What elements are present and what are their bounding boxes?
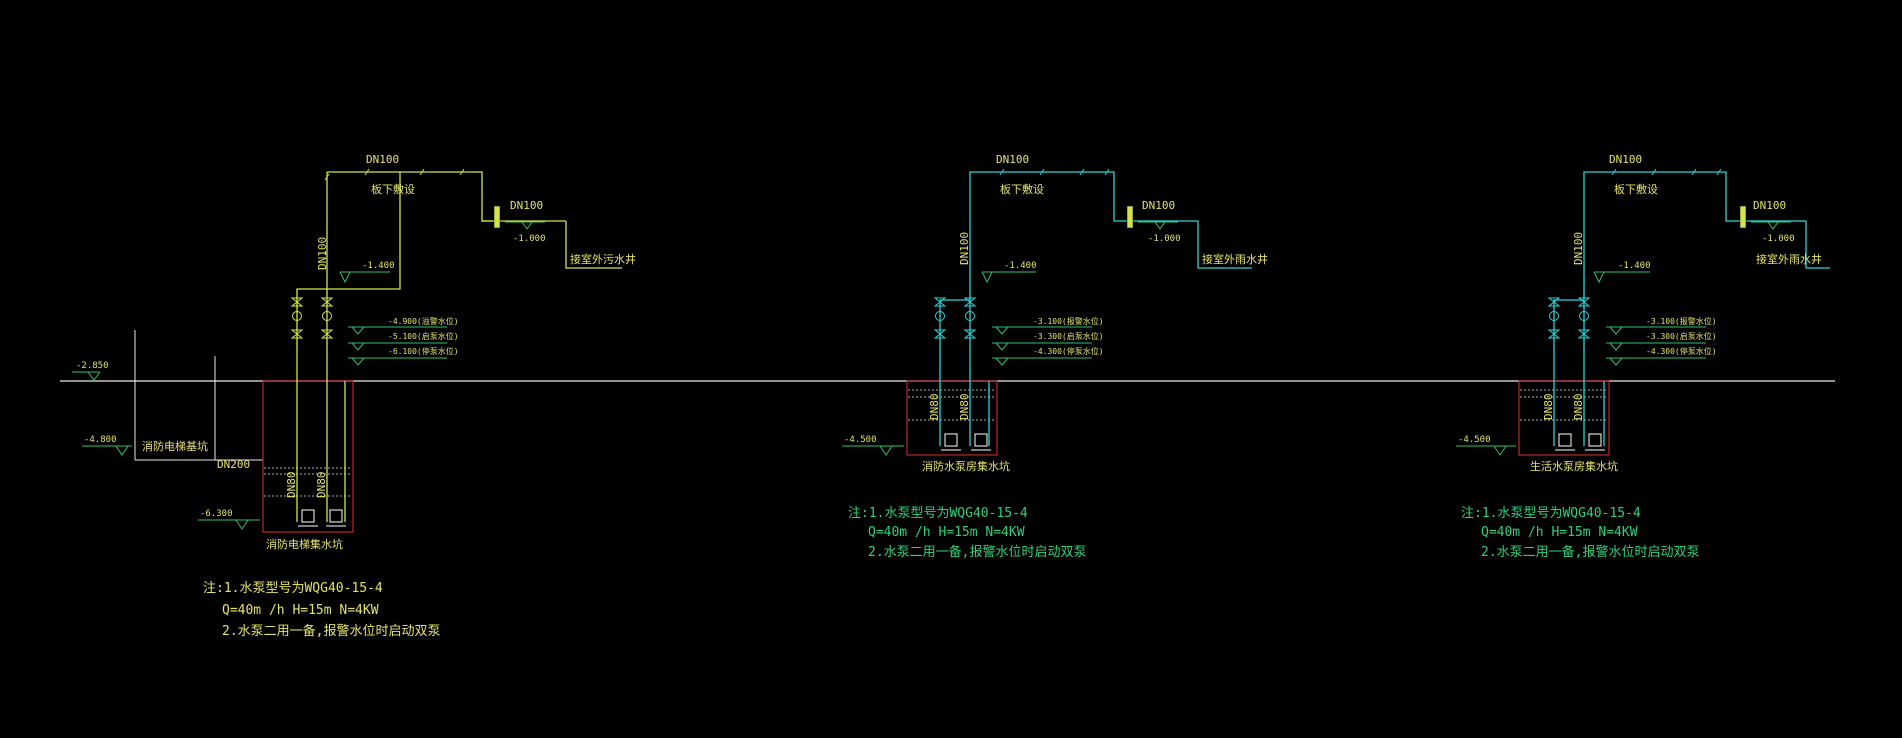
outlet-elevation-marker	[1751, 221, 1791, 230]
pipe-break-marks	[999, 168, 1110, 176]
outlet-elevation-marker	[505, 221, 545, 230]
pump-pipe-label-1: DN80	[1542, 394, 1555, 421]
main-pipe-label: DN100	[996, 153, 1029, 166]
valve-group-2	[933, 297, 977, 339]
bottom-elevation-marker: -6.300	[198, 509, 260, 530]
water-level-start: -3.300(启泵水位)	[1033, 331, 1104, 341]
outlet-elevation: -1.000	[1762, 234, 1795, 244]
bottom-elevation: -4.500	[844, 435, 877, 445]
pipe-network	[296, 171, 622, 522]
pit-level-lines	[908, 389, 996, 421]
note-line-3: 2.水泵二用一备,报警水位时启动双泵	[222, 623, 440, 639]
riser-pipe-label: DN100	[1572, 232, 1585, 265]
bottom-elevation: -4.500	[1458, 435, 1491, 445]
note-line-2: Q=40m /h H=15m N=4KW	[222, 603, 379, 618]
water-level-markers: -4.900(溢警水位) -5.100(启泵水位) -6.100(停泵水位)	[348, 316, 459, 366]
water-level-start: -5.100(启泵水位)	[388, 331, 459, 341]
connection-pipe-label: DN200	[217, 458, 250, 471]
riser-elevation-marker: -1.400	[981, 261, 1037, 284]
riser-elevation: -1.400	[1004, 261, 1037, 271]
riser-elevation-marker: -1.400	[339, 261, 395, 284]
valve-group-3	[1547, 297, 1591, 339]
riser-elevation: -1.400	[362, 261, 395, 271]
water-level-stop: -6.100(停泵水位)	[388, 346, 459, 356]
riser-elevation: -1.400	[1618, 261, 1651, 271]
riser-pipe-label: DN100	[316, 237, 329, 270]
submersible-pumps	[1555, 433, 1605, 451]
pump-pipe-label-1: DN80	[928, 394, 941, 421]
note-line-3: 2.水泵二用一备,报警水位时启动双泵	[1481, 544, 1699, 560]
submersible-pumps	[941, 433, 991, 451]
main-pipe-label: DN100	[366, 153, 399, 166]
water-level-start: -3.300(启泵水位)	[1646, 331, 1717, 341]
water-level-markers: -3.100(报警水位) -3.300(启泵水位) -4.300(停泵水位)	[992, 316, 1104, 366]
side-pit-elevation: -4.800	[84, 435, 117, 445]
main-pipe-label: DN100	[1609, 153, 1642, 166]
bottom-elevation-marker: -4.500	[1456, 435, 1516, 456]
sump-pit	[262, 380, 354, 533]
note-line-2: Q=40m /h H=15m N=4KW	[1481, 525, 1638, 540]
note-line-1: 注:1.水泵型号为WQG40-15-4	[848, 506, 1028, 521]
riser-pipe-label: DN100	[958, 232, 971, 265]
outlet-elevation: -1.000	[513, 234, 546, 244]
water-level-stop: -4.300(停泵水位)	[1646, 346, 1717, 356]
sump-pit	[1518, 380, 1610, 456]
side-pit-name: 消防电梯基坑	[142, 439, 208, 453]
pipe-network	[939, 171, 1252, 446]
outlet-elevation-marker	[1138, 221, 1178, 230]
valve-group-1	[290, 297, 334, 339]
side-pit	[134, 330, 263, 461]
pump-pipe-label-2: DN80	[958, 394, 971, 421]
outlet-elevation: -1.000	[1148, 234, 1181, 244]
water-level-markers: -3.100(报警水位) -3.300(启泵水位) -4.300(停泵水位)	[1606, 316, 1717, 366]
pump-pipe-label-2: DN80	[1572, 394, 1585, 421]
water-level-alarm: -3.100(报警水位)	[1646, 316, 1717, 326]
outlet-fitting	[1739, 205, 1747, 229]
bottom-elevation: -6.300	[200, 509, 233, 519]
pit-name: 消防水泵房集水坑	[922, 459, 1010, 473]
pit-level-lines	[264, 467, 352, 497]
slab-note: 板下敷设	[1000, 182, 1044, 196]
diagram-fire-pump-room: DN100 板下敷设 DN100 -1.000 接室外雨水井 DN100 -1.…	[842, 153, 1268, 560]
pump-pipe-label-1: DN80	[285, 472, 298, 499]
outlet-pipe-label: DN100	[510, 199, 543, 212]
slab-note: 板下敷设	[371, 182, 415, 196]
pipe-break-marks	[324, 168, 465, 181]
pit-name: 生活水泵房集水坑	[1530, 459, 1618, 473]
outlet-fitting	[493, 205, 501, 229]
pipe-network	[1553, 171, 1830, 446]
pit-name: 消防电梯集水坑	[266, 537, 343, 551]
riser-elevation-marker: -1.400	[1593, 261, 1651, 284]
destination-label: 接室外污水井	[570, 252, 636, 266]
outlet-fitting	[1126, 205, 1134, 229]
pipe-break-marks	[1611, 168, 1722, 176]
outlet-pipe-label: DN100	[1142, 199, 1175, 212]
ground-elevation-label: -2.850	[76, 361, 109, 371]
note-line-1: 注:1.水泵型号为WQG40-15-4	[1461, 506, 1641, 521]
destination-label: 接室外雨水井	[1756, 252, 1822, 266]
diagram-fire-elevator: 消防电梯基坑 -4.800 DN200	[82, 153, 636, 639]
water-level-stop: -4.300(停泵水位)	[1033, 346, 1104, 356]
side-pit-elevation-marker: -4.800	[82, 435, 132, 456]
bottom-elevation-marker: -4.500	[842, 435, 904, 456]
slab-note: 板下敷设	[1614, 182, 1658, 196]
ground-elevation-marker: -2.850	[72, 361, 109, 381]
water-level-alarm: -3.100(报警水位)	[1033, 316, 1104, 326]
outlet-pipe-label: DN100	[1753, 199, 1786, 212]
destination-label: 接室外雨水井	[1202, 252, 1268, 266]
water-level-alarm: -4.900(溢警水位)	[388, 316, 459, 326]
note-line-3: 2.水泵二用一备,报警水位时启动双泵	[868, 544, 1086, 560]
pump-pipe-label-2: DN80	[315, 472, 328, 499]
submersible-pumps	[298, 509, 346, 527]
note-line-1: 注:1.水泵型号为WQG40-15-4	[203, 581, 383, 596]
sump-pit	[906, 380, 998, 456]
diagram-domestic-pump-room: DN100 板下敷设 DN100 -1.000 接室外雨水井 DN100 -1.…	[1456, 153, 1830, 560]
note-line-2: Q=40m /h H=15m N=4KW	[868, 525, 1025, 540]
pit-level-lines	[1520, 389, 1608, 421]
